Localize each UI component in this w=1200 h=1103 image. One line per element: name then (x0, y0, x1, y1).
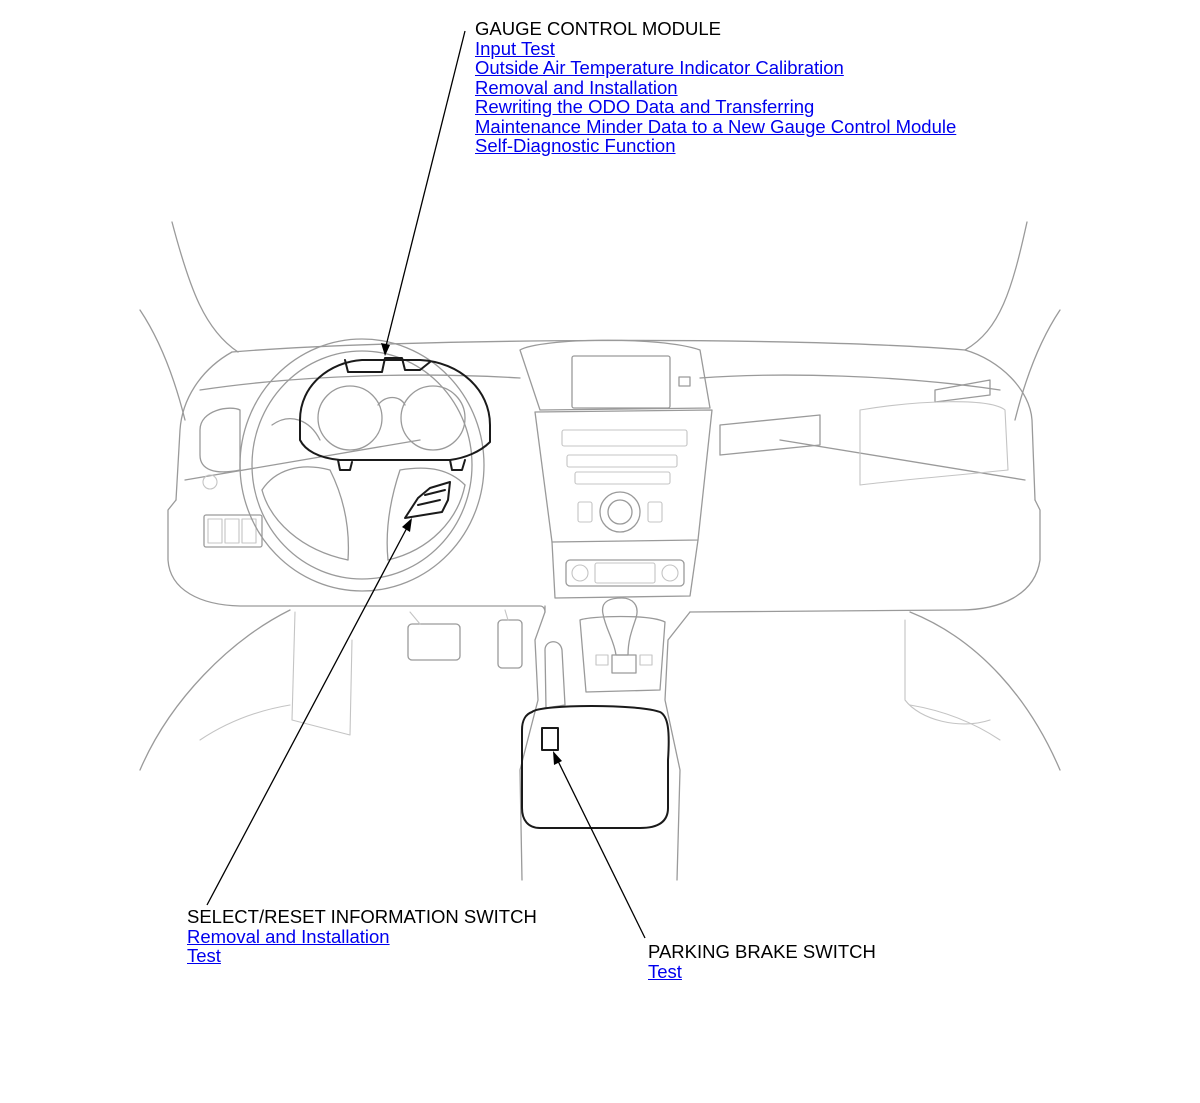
select-reset-switch-title: SELECT/RESET INFORMATION SWITCH (187, 906, 537, 927)
gauge-control-module-title: GAUGE CONTROL MODULE (475, 18, 722, 39)
windshield-pillars (139, 221, 1061, 421)
gauge-removal-and-installation-link[interactable]: Removal and Installation (475, 76, 678, 98)
self-diagnostic-function-link[interactable]: Self-Diagnostic Function (475, 135, 676, 156)
input-test-link[interactable]: Input Test (475, 37, 555, 59)
instrument-cluster (299, 357, 491, 471)
parking-brake-switch-title: PARKING BRAKE SWITCH (648, 941, 876, 962)
floor-and-pedals (139, 609, 1061, 771)
select-reset-information-switch-callout: SELECT/RESET INFORMATION SWITCH Removal … (187, 907, 537, 966)
left-switch-panel (203, 514, 263, 548)
rewriting-odo-data-link[interactable]: Rewriting the ODO Data and Transferring (475, 96, 815, 117)
air-vents (199, 379, 1009, 490)
select-reset-switch-shape (404, 481, 451, 519)
outside-air-temperature-indicator-calibration-link[interactable]: Outside Air Temperature Indicator Calibr… (475, 57, 844, 78)
select-reset-test-link[interactable]: Test (187, 945, 221, 966)
gauge-control-module-callout: GAUGE CONTROL MODULE Input Test Outside … (475, 19, 956, 156)
parking-brake-test-link[interactable]: Test (648, 960, 682, 982)
steering-wheel (239, 338, 485, 592)
select-reset-removal-and-installation-link[interactable]: Removal and Installation (187, 925, 390, 947)
center-console (519, 597, 691, 881)
parking-brake-switch-callout: PARKING BRAKE SWITCH Test (648, 942, 876, 981)
dashboard-outline (167, 339, 1041, 613)
center-stack (519, 339, 713, 599)
leader-lines (206, 30, 646, 939)
maintenance-minder-data-link[interactable]: Maintenance Minder Data to a New Gauge C… (475, 115, 957, 137)
